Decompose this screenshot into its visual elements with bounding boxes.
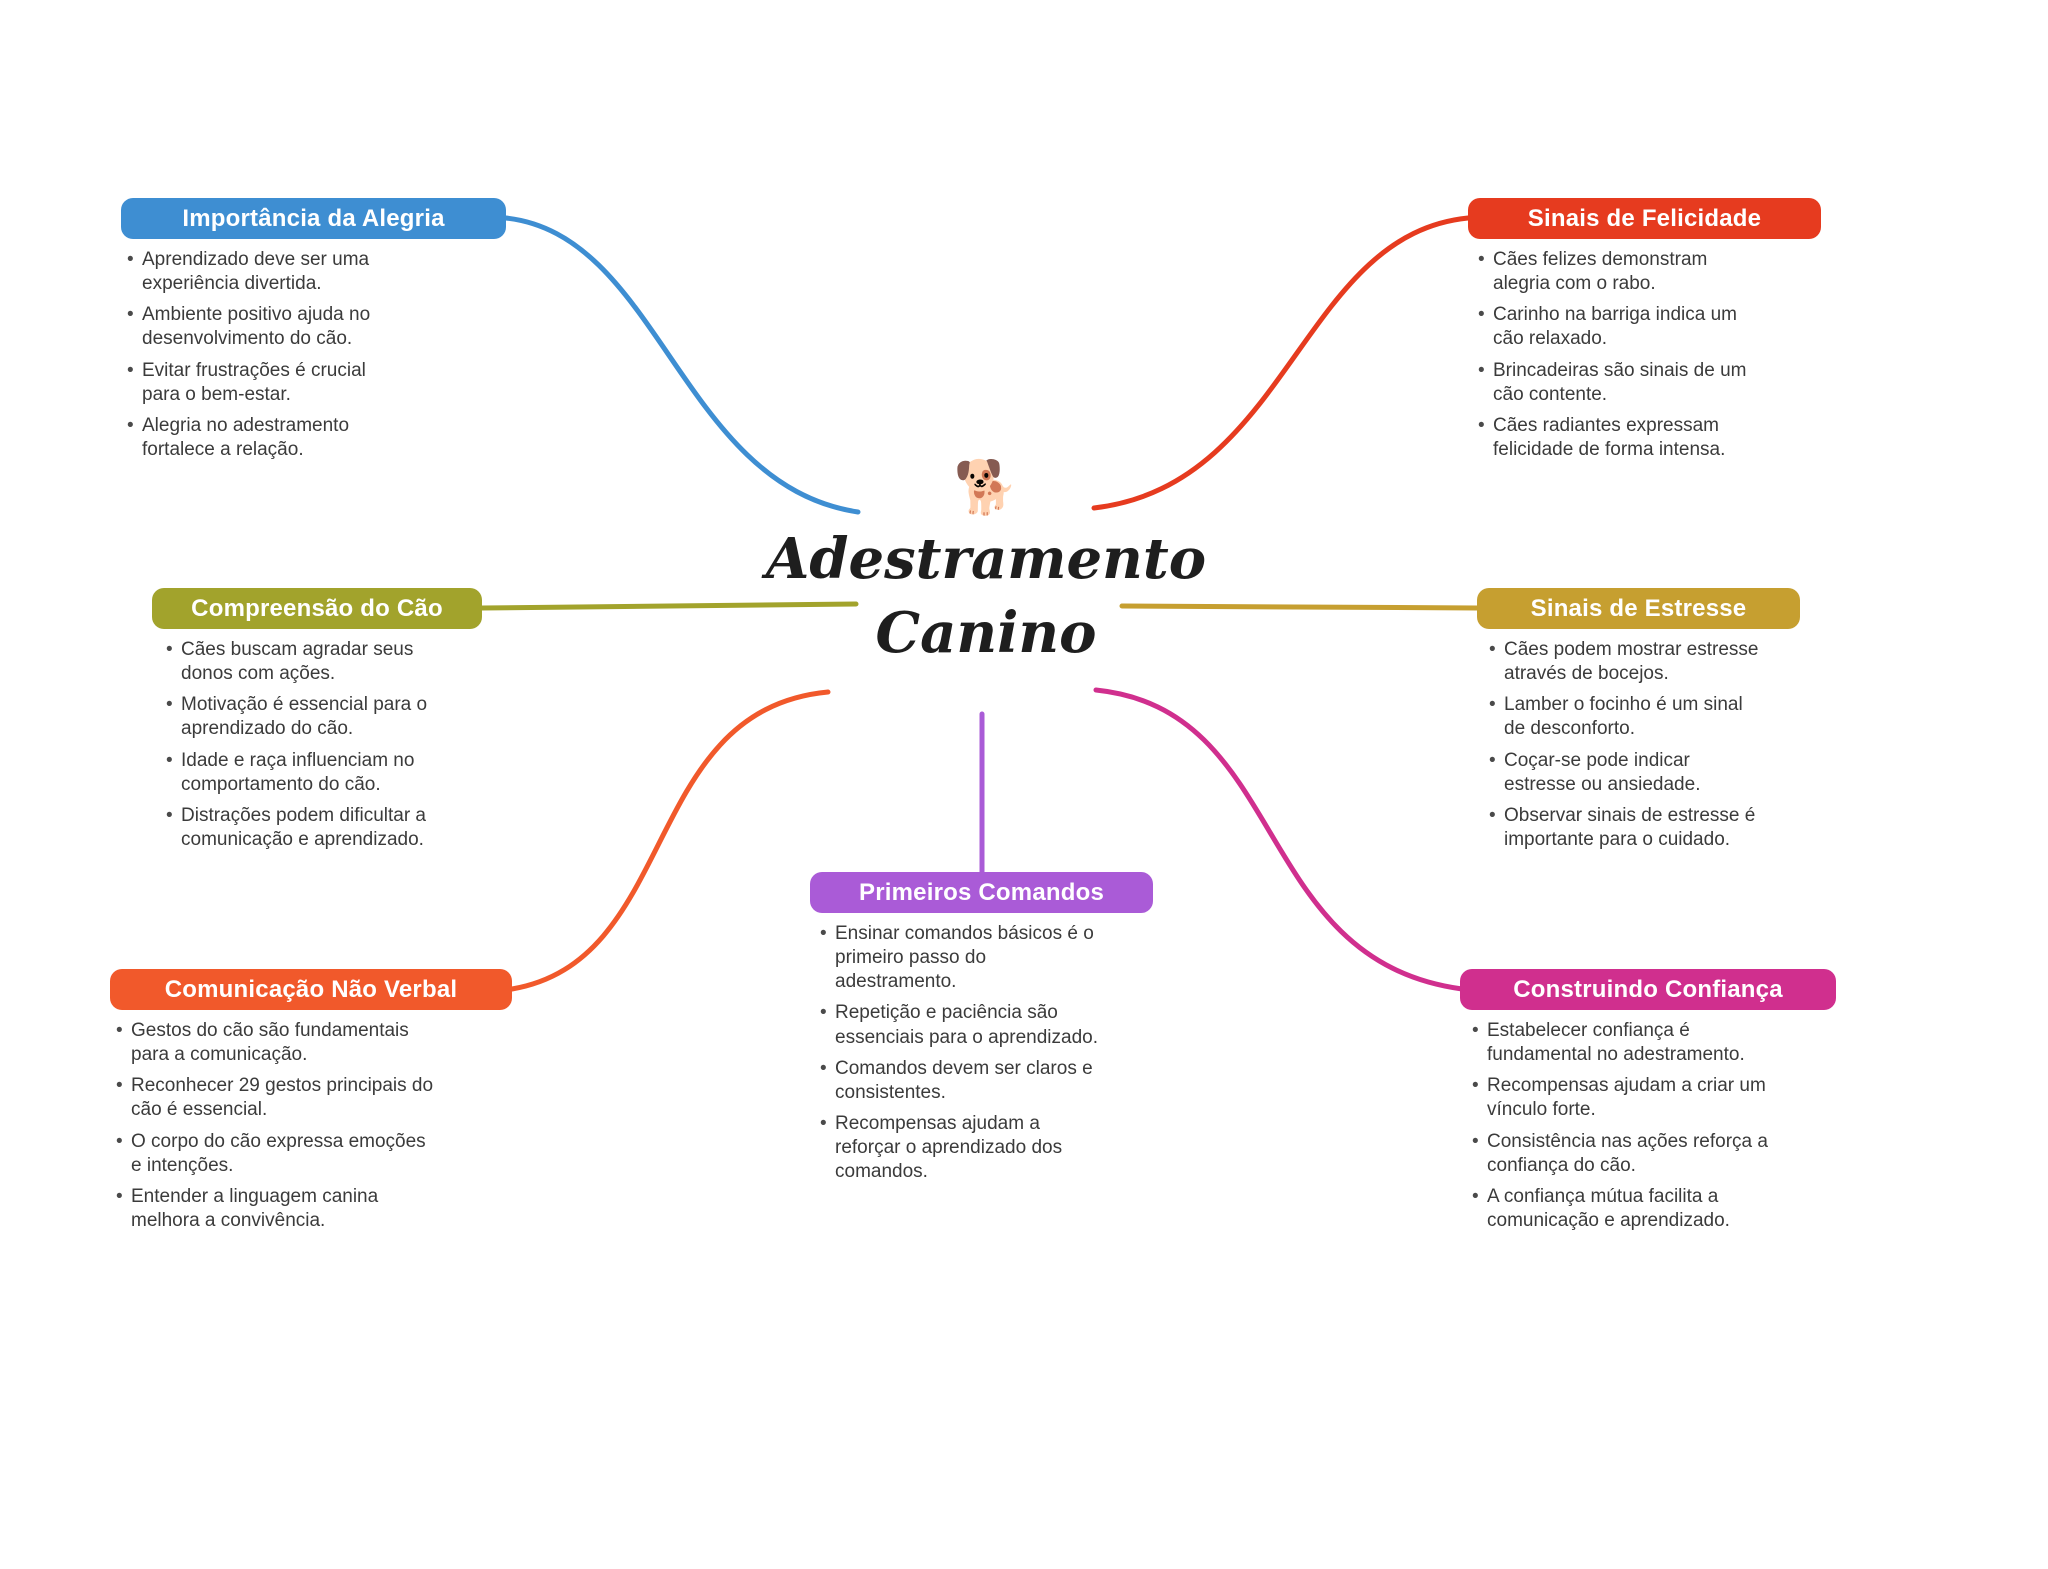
node-pill-construindo-confianca[interactable]: Construindo Confiança — [1460, 969, 1836, 1010]
node-pill-sinais-de-felicidade[interactable]: Sinais de Felicidade — [1468, 198, 1821, 239]
bullet-item: Idade e raça influenciam no comportament… — [164, 749, 456, 797]
bullet-item: Cães podem mostrar estresse através de b… — [1487, 638, 1764, 686]
bullet-item: Entender a linguagem canina melhora a co… — [114, 1185, 439, 1233]
node-pill-compreensao-do-cao[interactable]: Compreensão do Cão — [152, 588, 482, 629]
connector-comunicacao-nao-verbal — [509, 689, 831, 992]
node-sinais-de-felicidade: Sinais de Felicidade Cães felizes demons… — [1468, 198, 1821, 469]
bullet-item: Comandos devem ser claros e consistentes… — [818, 1057, 1110, 1105]
node-compreensao-do-cao: Compreensão do Cão Cães buscam agradar s… — [152, 588, 482, 859]
node-bullets-compreensao-do-cao: Cães buscam agradar seus donos com ações… — [164, 638, 456, 852]
node-bullets-sinais-de-estresse: Cães podem mostrar estresse através de b… — [1487, 638, 1764, 852]
bullet-item: Motivação é essencial para o aprendizado… — [164, 693, 456, 741]
bullet-item: O corpo do cão expressa emoções e intenç… — [114, 1130, 439, 1178]
node-bullets-importancia-da-alegria: Aprendizado deve ser uma experiência div… — [125, 248, 405, 462]
node-pill-comunicacao-nao-verbal[interactable]: Comunicação Não Verbal — [110, 969, 512, 1010]
bullet-item: Consistência nas ações reforça a confian… — [1470, 1130, 1772, 1178]
bullet-item: Lamber o focinho é um sinal de desconfor… — [1487, 693, 1764, 741]
node-bullets-primeiros-comandos: Ensinar comandos básicos é o primeiro pa… — [818, 922, 1110, 1184]
bullet-item: Brincadeiras são sinais de um cão conten… — [1476, 359, 1768, 407]
bullet-item: Gestos do cão são fundamentais para a co… — [114, 1019, 439, 1067]
node-pill-importancia-da-alegria[interactable]: Importância da Alegria — [121, 198, 506, 239]
node-primeiros-comandos: Primeiros Comandos Ensinar comandos bási… — [810, 872, 1153, 1191]
bullet-item: Cães felizes demonstram alegria com o ra… — [1476, 248, 1768, 296]
bullet-item: Carinho na barriga indica um cão relaxad… — [1476, 303, 1768, 351]
node-comunicacao-nao-verbal: Comunicação Não Verbal Gestos do cão são… — [110, 969, 512, 1240]
bullet-item: Recompensas ajudam a reforçar o aprendiz… — [818, 1112, 1110, 1184]
node-bullets-construindo-confianca: Estabelecer confiança é fundamental no a… — [1470, 1019, 1772, 1233]
bullet-item: Reconhecer 29 gestos principais do cão é… — [114, 1074, 439, 1122]
bullet-item: Distrações podem dificultar a comunicaçã… — [164, 804, 456, 852]
bullet-item: Ensinar comandos básicos é o primeiro pa… — [818, 922, 1110, 994]
node-sinais-de-estresse: Sinais de Estresse Cães podem mostrar es… — [1477, 588, 1800, 859]
center-title-line1: Adestramento — [765, 526, 1207, 592]
bullet-item: Observar sinais de estresse é importante… — [1487, 804, 1764, 852]
bullet-item: Cães radiantes expressam felicidade de f… — [1476, 414, 1768, 462]
bullet-item: A confiança mútua facilita a comunicação… — [1470, 1185, 1772, 1233]
bullet-item: Repetição e paciência são essenciais par… — [818, 1001, 1110, 1049]
bullet-item: Evitar frustrações é crucial para o bem-… — [125, 359, 405, 407]
node-bullets-comunicacao-nao-verbal: Gestos do cão são fundamentais para a co… — [114, 1019, 439, 1233]
bullet-item: Ambiente positivo ajuda no desenvolvimen… — [125, 303, 405, 351]
bullet-item: Aprendizado deve ser uma experiência div… — [125, 248, 405, 296]
node-importancia-da-alegria: Importância da Alegria Aprendizado deve … — [121, 198, 506, 469]
bullet-item: Coçar-se pode indicar estresse ou ansied… — [1487, 749, 1764, 797]
center-topic[interactable]: 🐕 Adestramento Canino — [730, 458, 1242, 671]
node-pill-primeiros-comandos[interactable]: Primeiros Comandos — [810, 872, 1153, 913]
bullet-item: Estabelecer confiança é fundamental no a… — [1470, 1019, 1772, 1067]
node-construindo-confianca: Construindo Confiança Estabelecer confia… — [1460, 969, 1836, 1240]
bullet-item: Cães buscam agradar seus donos com ações… — [164, 638, 456, 686]
center-title-line2: Canino — [875, 600, 1097, 667]
bullet-item: Recompensas ajudam a criar um vínculo fo… — [1470, 1074, 1772, 1122]
node-pill-sinais-de-estresse[interactable]: Sinais de Estresse — [1477, 588, 1800, 629]
dog-icon: 🐕 — [953, 459, 1019, 517]
bullet-item: Alegria no adestramento fortalece a rela… — [125, 414, 405, 462]
node-bullets-sinais-de-felicidade: Cães felizes demonstram alegria com o ra… — [1476, 248, 1768, 462]
